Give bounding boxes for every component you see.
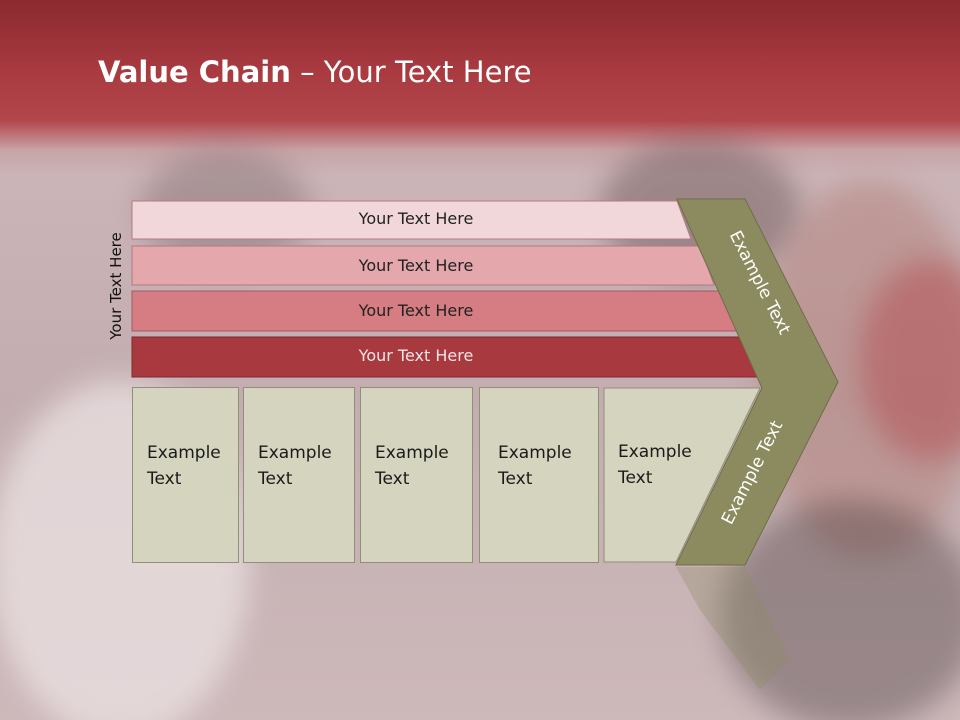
box-2-text: Example Text (258, 440, 332, 492)
box-1-line2: Text (147, 469, 182, 489)
box-4: Example Text (479, 387, 599, 563)
box-5-reflection: Example Text (604, 565, 694, 685)
box-1-text: Example Text (147, 440, 221, 492)
box-3-line1: Example (375, 443, 449, 463)
slide-title-rest: – Your Text Here (290, 55, 532, 89)
box-2-line2: Text (258, 469, 293, 489)
chevron-arrow (675, 198, 839, 566)
box-3: Example Text (360, 387, 473, 563)
box-3-text: Example Text (375, 440, 449, 492)
box-5-line2: Text (618, 468, 653, 488)
chevron-arrow-reflection (676, 567, 790, 690)
bar-1-shape (131, 200, 692, 240)
box-5-line1: Example (618, 442, 692, 462)
box-2-reflection: Example Text (243, 565, 355, 685)
box-1: Example Text (132, 387, 239, 563)
bar-2-shape (131, 245, 715, 286)
bar-1-label: Your Text Here (358, 209, 474, 228)
bar-3-label: Your Text Here (358, 301, 474, 320)
box-2: Example Text (243, 387, 355, 563)
box-1-line1: Example (147, 443, 221, 463)
box-1-reflection: Example Text (132, 565, 239, 685)
box-4-text: Example Text (498, 440, 572, 492)
box-4-line2: Text (498, 469, 533, 489)
box-3-line2: Text (375, 469, 410, 489)
slide-title-bold: Value Chain (98, 55, 291, 89)
box-5-text: Example Text (618, 439, 692, 491)
background-photo-dark-right (720, 500, 960, 720)
box-4-line1: Example (498, 443, 572, 463)
box-3-reflection: Example Text (360, 565, 473, 685)
box-4-reflection: Example Text (479, 565, 599, 685)
bar-4-label: Your Text Here (358, 346, 474, 365)
slide-title: Value Chain – Your Text Here (98, 55, 532, 89)
box-2-line1: Example (258, 443, 332, 463)
box-5-shape (603, 387, 761, 563)
box-5: Example Text (604, 387, 714, 563)
bar-2-label: Your Text Here (358, 256, 474, 275)
